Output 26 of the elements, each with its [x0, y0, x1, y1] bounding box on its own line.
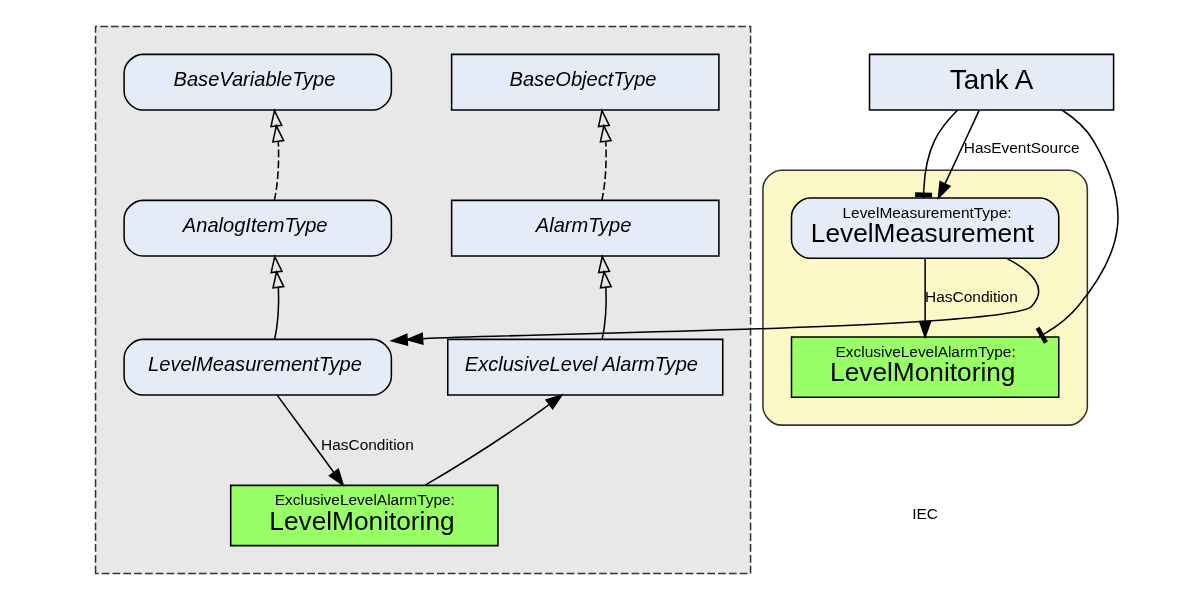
- node-box: ExclusiveLevel AlarmType: [447, 338, 724, 396]
- node-box: LevelMeasurementType: [123, 338, 393, 396]
- arrow: [270, 254, 285, 341]
- arrow: [937, 109, 980, 200]
- node-box: Tank A: [868, 53, 1115, 111]
- edge-label: HasCondition: [321, 435, 414, 453]
- label: IEC: [912, 505, 938, 523]
- edge-label: HasEventSource: [963, 139, 1080, 157]
- node-box: BaseObjectType: [450, 53, 720, 111]
- node-box: ExclusiveLevelAlarmType: LevelMonitoring: [790, 336, 1060, 399]
- edge-label: HasCondition: [925, 287, 1018, 305]
- arrow: [276, 394, 345, 487]
- node-box: ExclusiveLevelAlarmType: LevelMonitoring: [229, 484, 499, 547]
- arrow: [270, 108, 285, 202]
- arrow: [597, 254, 613, 341]
- arrow: [597, 108, 613, 202]
- arrow: [389, 257, 1040, 347]
- cluster: [94, 25, 752, 575]
- arrow: [918, 257, 932, 340]
- node-box: AlarmType: [450, 199, 720, 257]
- cluster: [762, 169, 1089, 426]
- node-box: BaseVariableType: [123, 53, 393, 111]
- node-box: AnalogItemType: [123, 199, 393, 257]
- node-box: LevelMeasurementType: LevelMeasurement: [790, 197, 1060, 260]
- connector: [1035, 109, 1119, 344]
- arrow: [424, 393, 564, 487]
